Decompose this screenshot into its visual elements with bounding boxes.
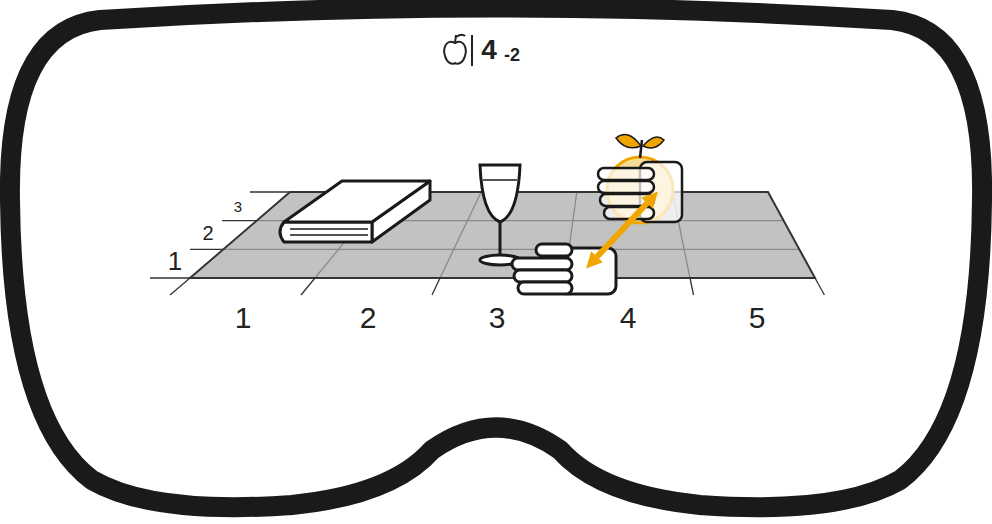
apple-icon bbox=[444, 35, 465, 64]
reach-arrow bbox=[586, 192, 658, 269]
column-number: 2 bbox=[360, 303, 377, 333]
column-number: 5 bbox=[749, 303, 766, 333]
title-number: 4 bbox=[481, 36, 497, 64]
title-subnumber: -2 bbox=[504, 46, 520, 64]
row-number: 3 bbox=[234, 199, 242, 214]
row-number: 1 bbox=[168, 248, 182, 274]
goggle-frame bbox=[10, 8, 982, 508]
column-number: 3 bbox=[489, 303, 506, 333]
column-number: 4 bbox=[620, 303, 637, 333]
row-number: 2 bbox=[202, 223, 213, 243]
title-divider bbox=[471, 35, 473, 66]
column-number: 1 bbox=[235, 303, 252, 333]
wine-glass bbox=[480, 165, 520, 265]
book bbox=[280, 181, 430, 242]
